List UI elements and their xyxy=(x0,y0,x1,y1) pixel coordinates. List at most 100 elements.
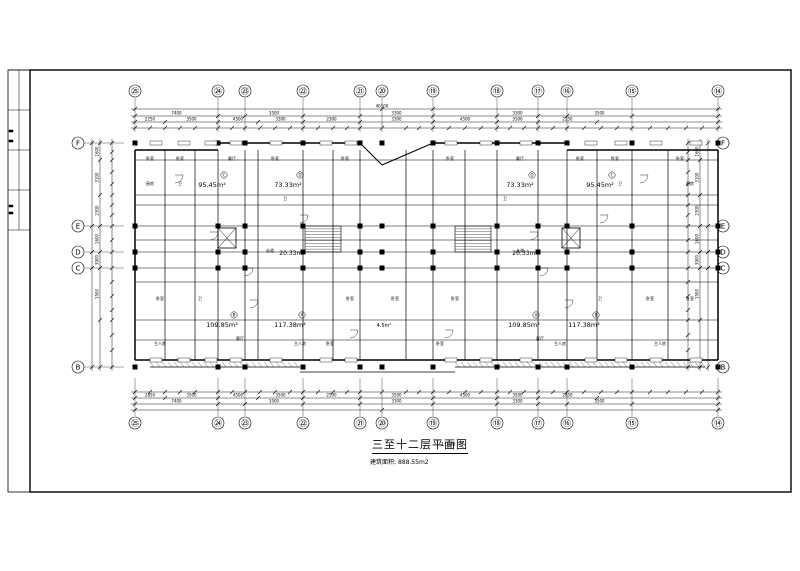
dim-left-mid-label: 1600 xyxy=(95,233,100,244)
axis-label-top: ㉒ xyxy=(299,87,307,96)
balcony-hatch xyxy=(646,361,652,368)
balcony-hatch xyxy=(179,361,185,368)
dim-bottom-3-label: 7400 xyxy=(171,399,182,404)
axis-label-left: C xyxy=(76,265,81,273)
dim-bottom-2-tick xyxy=(430,395,436,401)
dim-top-1-tick xyxy=(564,113,570,119)
drawing-scale: 1:100 xyxy=(441,442,456,448)
dim-top-1-tick xyxy=(300,113,306,119)
axis-label-bottom: ㉔ xyxy=(214,419,222,428)
axis-bubble-left xyxy=(71,261,85,275)
window-top xyxy=(444,140,458,146)
structural-column xyxy=(132,223,138,229)
balcony-hatch xyxy=(161,361,167,368)
dim-top-3-tick xyxy=(257,125,263,131)
dim-left-inner-tick xyxy=(109,237,115,243)
dim-top-1-tick xyxy=(629,113,635,119)
dim-top-3-tick xyxy=(494,125,500,131)
dim-bottom-1-tick xyxy=(629,389,635,395)
structural-column xyxy=(132,249,138,255)
structural-column xyxy=(430,140,436,146)
structural-column xyxy=(300,249,306,255)
axis-bubble-bottom xyxy=(211,416,225,430)
dim-left-outer-tick xyxy=(89,249,95,255)
dim-bottom-1-tick xyxy=(315,389,321,395)
unit-d-left-area: 73.33m² xyxy=(274,181,302,189)
dim-left-outer-tick xyxy=(89,265,95,271)
dim-top-1-label: 3500 xyxy=(594,111,605,116)
window-bottom xyxy=(269,357,283,363)
structural-column xyxy=(357,265,363,271)
axis-label-bottom: ⑮ xyxy=(628,419,636,428)
dim-bottom-1-tick xyxy=(614,389,620,395)
unit-d-left-letter: D xyxy=(298,173,301,178)
axis-bubble-left xyxy=(71,219,85,233)
structural-column xyxy=(494,364,500,370)
dim-left-mid-tick xyxy=(97,157,103,163)
unit-d-left-marker xyxy=(296,171,304,179)
axis-label-right: E xyxy=(721,223,725,231)
dim-bottom-3-label: 3500 xyxy=(594,399,605,404)
structural-column xyxy=(215,364,221,370)
room-label: 客厅 xyxy=(536,335,544,341)
balcony-hatch xyxy=(640,361,646,368)
balcony-hatch xyxy=(568,361,574,368)
window-top xyxy=(689,140,703,146)
balcony-hatch xyxy=(466,361,472,368)
dim-top-3-tick xyxy=(229,125,235,131)
structural-column xyxy=(300,265,306,271)
dim-top-1-label: 3500 xyxy=(269,111,280,116)
dim-bottom-3-tick xyxy=(564,401,570,407)
dim-bottom-2-label: 3500 xyxy=(275,393,286,398)
room-label: 卧室 xyxy=(611,155,619,161)
dim-top-1-tick xyxy=(715,113,721,119)
axis-label-right: C xyxy=(721,265,726,273)
dim-left-inner-tick xyxy=(109,279,115,285)
structural-column xyxy=(215,140,221,146)
balcony-hatch xyxy=(532,361,538,368)
structural-column xyxy=(242,140,248,146)
dim-top-2-tick xyxy=(494,119,500,125)
dim-top-3-tick xyxy=(507,125,513,131)
structural-column xyxy=(300,140,306,146)
structural-column xyxy=(357,140,363,146)
dim-bottom-1-tick xyxy=(287,389,293,395)
dim-bottom-1-tick xyxy=(215,389,221,395)
unit-c-right-area: 95.45m² xyxy=(586,181,614,189)
unit-a-right-marker xyxy=(532,311,540,319)
dim-top-3-tick xyxy=(132,125,138,131)
window-top xyxy=(344,140,358,146)
structural-column xyxy=(494,249,500,255)
dim-bottom-1-tick xyxy=(715,389,721,395)
structural-column xyxy=(535,223,541,229)
dim-right-mid-label: 2300 xyxy=(695,205,700,216)
dim-top-3-tick xyxy=(564,125,570,131)
dim-bottom-2-tick xyxy=(494,395,500,401)
axis-label-bottom: ⑱ xyxy=(493,419,501,428)
balcony-hatch xyxy=(610,361,616,368)
axis-bubble-bottom xyxy=(296,416,310,430)
unit-a-left-letter: A xyxy=(301,313,304,318)
dim-bottom-2-tick xyxy=(300,395,306,401)
dim-top-3-tick xyxy=(629,125,635,131)
door-swing xyxy=(639,174,649,184)
exterior-wall xyxy=(359,142,383,166)
structural-column xyxy=(132,364,138,370)
dim-left-inner-tick xyxy=(109,181,115,187)
room-label: 卧室 xyxy=(576,155,584,161)
structural-column xyxy=(242,364,248,370)
structural-column xyxy=(535,364,541,370)
door-swing xyxy=(564,299,574,309)
dim-left-mid-label: 1500 xyxy=(95,288,100,299)
elevator-cross xyxy=(561,227,581,249)
dim-left-inner-tick xyxy=(109,249,115,255)
unit-c-left-marker xyxy=(220,171,228,179)
dim-top-2-label: 3300 xyxy=(391,117,402,122)
structural-column xyxy=(215,265,221,271)
structural-column xyxy=(629,223,635,229)
dim-left-inner-tick xyxy=(109,307,115,313)
elevator-shaft xyxy=(217,227,237,249)
dim-bottom-1-tick xyxy=(132,389,138,395)
dim-right-inner-tick xyxy=(685,307,691,313)
